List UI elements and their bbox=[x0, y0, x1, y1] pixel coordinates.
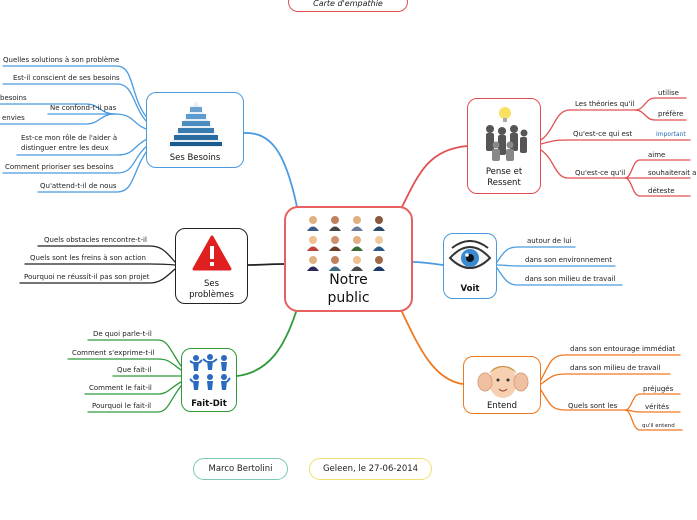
pense-item[interactable]: aime bbox=[648, 151, 666, 159]
besoins-item[interactable]: besoins bbox=[0, 94, 27, 102]
faitdit-item[interactable]: De quoi parle-t-il bbox=[93, 330, 152, 338]
faitdit-label: Fait-Dit bbox=[191, 399, 227, 409]
besoins-item[interactable]: Est-il conscient de ses besoins bbox=[13, 74, 120, 82]
voit-item[interactable]: autour de lui bbox=[527, 237, 572, 245]
pense-node[interactable]: Pense et Ressent bbox=[467, 98, 541, 194]
besoins-item[interactable]: Ne confond-t-il pas bbox=[50, 104, 117, 112]
people-group-icon bbox=[307, 216, 385, 271]
besoins-item[interactable]: Qu'attend-t-il de nous bbox=[40, 182, 117, 190]
pense-item[interactable]: Qu'est-ce qu'il bbox=[575, 169, 626, 177]
center-label-line1: Notre bbox=[329, 272, 368, 288]
besoins-item[interactable]: Est-ce mon rôle de l'aider à bbox=[21, 134, 118, 142]
besoins-item[interactable]: distinguer entre les deux bbox=[21, 144, 109, 152]
people-gestures-icon bbox=[189, 354, 231, 390]
voit-label: Voit bbox=[460, 284, 480, 294]
faitdit-item[interactable]: Que fait-il bbox=[117, 366, 152, 374]
problemes-node[interactable]: Ses problèmes bbox=[175, 228, 248, 304]
faitdit-item[interactable]: Comment le fait-il bbox=[89, 384, 152, 392]
author-pill[interactable]: Marco Bertolini bbox=[193, 458, 288, 480]
pyramid-icon bbox=[168, 101, 224, 147]
problemes-item[interactable]: Quels obstacles rencontre-t-il bbox=[44, 236, 147, 244]
trunk-besoins bbox=[243, 132, 298, 208]
trunk-entend bbox=[401, 311, 464, 385]
pense-item[interactable]: déteste bbox=[648, 187, 675, 195]
place-date-text: Geleen, le 27-06-2014 bbox=[322, 464, 419, 474]
trunk-voit bbox=[412, 261, 444, 266]
pense-item[interactable]: Qu'est-ce qui est bbox=[573, 130, 633, 138]
map-title-text: Carte d'empathie bbox=[313, 0, 383, 8]
voit-node[interactable]: Voit bbox=[443, 233, 497, 299]
pense-label-line2: Ressent bbox=[487, 178, 521, 188]
pense-item[interactable]: préfère bbox=[658, 110, 684, 118]
thinking-people-icon bbox=[486, 107, 528, 161]
besoins-item[interactable]: Quelles solutions à son problème bbox=[3, 56, 120, 64]
author-text: Marco Bertolini bbox=[208, 464, 273, 474]
problemes-item[interactable]: Pourquoi ne réussit-il pas son projet bbox=[24, 273, 150, 281]
faitdit-item[interactable]: Pourquoi le fait-il bbox=[92, 402, 152, 410]
pense-item[interactable]: souhaiterait a bbox=[648, 169, 697, 177]
faitdit-item[interactable]: Comment s'exprime-t-il bbox=[72, 349, 155, 357]
entend-item[interactable]: Quels sont les bbox=[568, 402, 618, 410]
besoins-item[interactable]: Comment prioriser ses besoins bbox=[5, 163, 114, 171]
trunk-pense bbox=[401, 145, 468, 208]
entend-item[interactable]: préjugés bbox=[643, 385, 674, 393]
trunk-faitdit bbox=[236, 311, 297, 377]
besoins-node[interactable]: Ses Besoins bbox=[146, 92, 244, 168]
entend-node[interactable]: Entend bbox=[463, 356, 541, 414]
place-date-pill[interactable]: Geleen, le 27-06-2014 bbox=[309, 458, 432, 480]
listening-child-icon bbox=[477, 366, 529, 398]
voit-item[interactable]: dans son milieu de travail bbox=[525, 275, 616, 283]
map-title[interactable]: Carte d'empathie bbox=[288, 0, 408, 12]
pense-item-important[interactable]: Important bbox=[656, 131, 686, 138]
pense-label-line1: Pense et bbox=[485, 167, 523, 177]
besoins-label: Ses Besoins bbox=[169, 153, 221, 163]
entend-item[interactable]: dans son entourage immédiat bbox=[570, 345, 676, 353]
center-label-line2: public bbox=[327, 290, 370, 306]
trunk-problemes bbox=[247, 263, 286, 266]
problemes-item[interactable]: Quels sont les freins à son action bbox=[30, 254, 146, 262]
center-node[interactable]: Notre public bbox=[284, 206, 413, 312]
entend-item[interactable]: dans son milieu de travail bbox=[570, 364, 661, 372]
entend-item[interactable]: vérités bbox=[645, 403, 669, 411]
faitdit-node[interactable]: Fait-Dit bbox=[181, 348, 237, 412]
voit-item[interactable]: dans son environnement bbox=[525, 256, 612, 264]
eye-icon bbox=[448, 240, 492, 269]
problemes-label-line1: Ses bbox=[203, 279, 220, 289]
problemes-label-line2: problèmes bbox=[189, 290, 234, 300]
pense-item[interactable]: Les théories qu'il bbox=[575, 100, 635, 108]
entend-item[interactable]: qu'il entend bbox=[642, 423, 675, 429]
entend-label: Entend bbox=[486, 401, 518, 411]
warning-icon bbox=[192, 235, 232, 271]
besoins-item[interactable]: envies bbox=[2, 114, 25, 122]
pense-item[interactable]: utilise bbox=[658, 89, 679, 97]
